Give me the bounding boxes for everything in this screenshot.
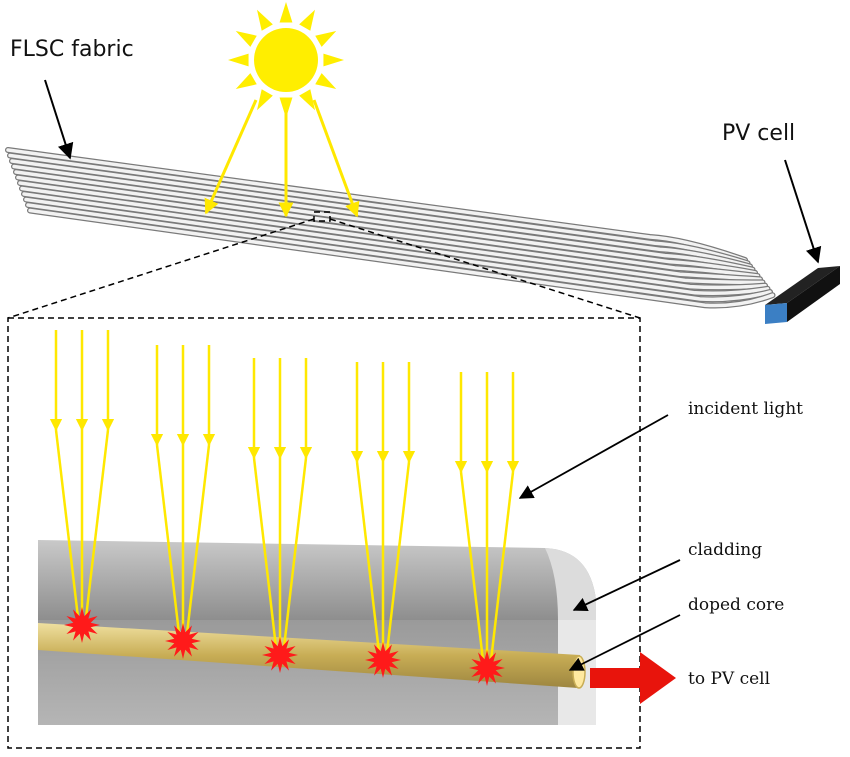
- emission-burst-icon: [469, 650, 505, 686]
- fabric-fiber-highlight: [24, 197, 770, 296]
- core-end: [572, 655, 586, 689]
- incident-ray: [184, 444, 211, 642]
- emission-burst-icon: [262, 637, 298, 673]
- fabric-fiber-highlight: [22, 192, 767, 290]
- fabric-fiber-highlight: [20, 186, 765, 285]
- sun-ray-spike: [235, 73, 257, 89]
- fabric-fiber-highlight: [18, 181, 762, 281]
- incident-ray: [252, 457, 279, 656]
- incident-ray: [281, 457, 308, 656]
- zoom-indicator: [7, 211, 641, 749]
- doped-core-pointer: [568, 614, 681, 671]
- fabric-fiber-highlight: [14, 170, 757, 275]
- emission-burst-icon: [365, 642, 401, 678]
- fabric-fiber-highlight: [10, 159, 752, 269]
- pv-cell-label: PV cell: [722, 121, 795, 146]
- sun-ray-spike: [228, 53, 249, 67]
- flsc-fabric: [5, 147, 776, 309]
- incident-ray: [459, 471, 486, 669]
- sun-ray-spike: [235, 31, 257, 47]
- pv-cell-pointer-arrow: [784, 159, 822, 264]
- sun-ray-spike: [257, 9, 273, 31]
- sun-rays: [204, 99, 360, 218]
- cladding-top-surface: [38, 540, 596, 620]
- sun-ray: [204, 99, 258, 215]
- sun-ray-spike: [323, 53, 344, 67]
- fabric-fiber-highlight: [12, 164, 755, 272]
- to-pv-cell-label: to PV cell: [688, 669, 770, 689]
- fabric-fiber-highlight: [28, 208, 775, 308]
- zoom-line-left: [7, 218, 315, 319]
- sun-ray-spike: [315, 73, 337, 89]
- fiber-cross-section: [38, 540, 596, 725]
- incident-ray: [155, 444, 182, 642]
- zoom-detail-box: [7, 317, 641, 749]
- emission-bursts: [64, 607, 505, 686]
- incident-ray: [355, 461, 382, 661]
- fabric-fiber-highlight: [16, 175, 760, 278]
- sun-icon: [228, 2, 344, 118]
- fabric-label: FLSC fabric: [10, 37, 134, 62]
- zoom-line-right: [329, 218, 641, 319]
- pv-cell-block: [765, 266, 840, 324]
- incident-light-label: incident light: [688, 399, 803, 419]
- right-arrow-icon: [590, 652, 676, 704]
- sun-ray-spike: [299, 9, 315, 31]
- emission-burst-icon: [64, 607, 100, 643]
- incident-light-rays: [49, 330, 520, 669]
- sun-ray-spike: [279, 2, 293, 23]
- sun-ray-spike: [279, 97, 293, 118]
- incident-ray: [54, 429, 81, 626]
- zoom-source-box: [313, 211, 331, 222]
- fabric-fiber-highlight: [26, 203, 772, 302]
- incident-ray: [83, 429, 110, 626]
- doped-core-label: doped core: [688, 595, 784, 615]
- sun-ray: [312, 99, 360, 218]
- sun-ray-spike: [315, 31, 337, 47]
- incident-ray: [488, 471, 515, 669]
- emission-burst-icon: [165, 623, 201, 659]
- sun-ray-spike: [299, 89, 315, 111]
- sun-disk: [254, 28, 318, 92]
- fabric-pointer-arrow: [44, 79, 74, 160]
- cladding-label: cladding: [688, 540, 762, 560]
- incident-ray: [384, 461, 411, 661]
- incident-light-pointer: [518, 414, 669, 499]
- sun-ray-spike: [257, 89, 273, 111]
- cladding-pointer: [572, 559, 681, 611]
